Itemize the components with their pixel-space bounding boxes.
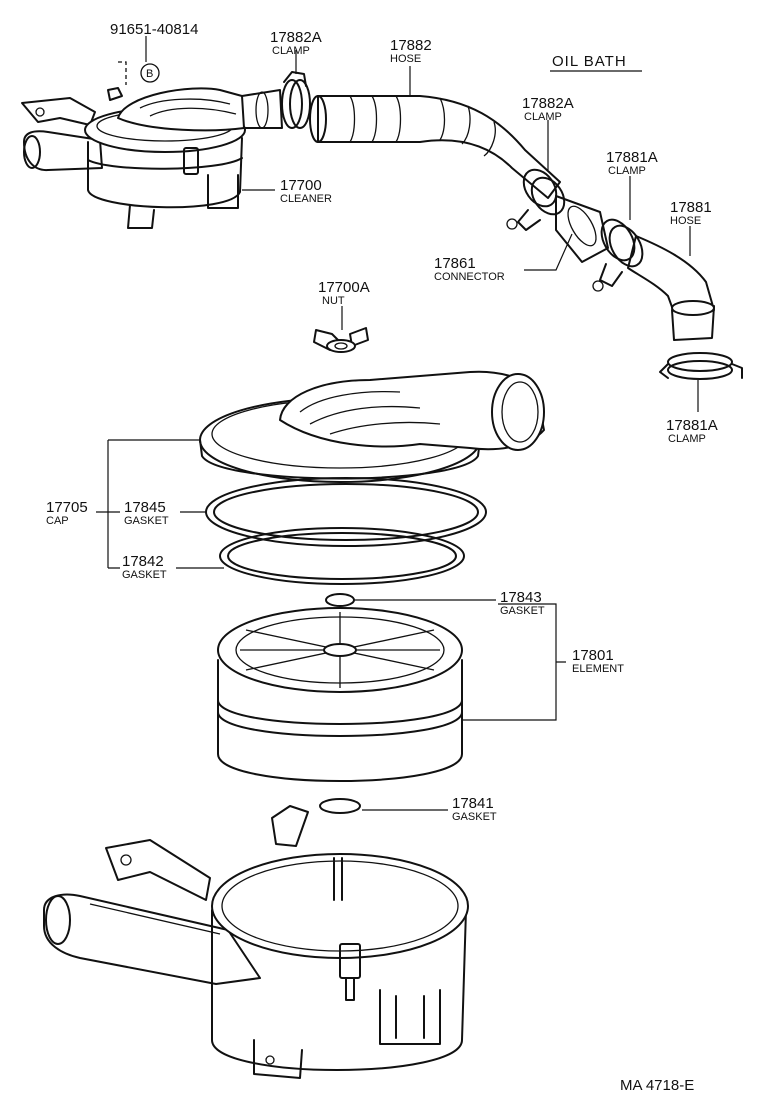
- element-drawing: [217, 607, 463, 782]
- gasket-17843-drawing: [325, 593, 355, 607]
- cap-number: 17705: [46, 499, 88, 516]
- wing-nut-drawing: [313, 327, 369, 353]
- clamp-top-name: CLAMP: [272, 45, 310, 57]
- leader-lines: [96, 36, 699, 811]
- element-name: ELEMENT: [572, 663, 624, 675]
- gasket-17842-number: 17842: [122, 553, 164, 570]
- hose-right-name: HOSE: [670, 215, 701, 227]
- gasket-17841-number: 17841: [452, 795, 494, 812]
- clamp-bottom-drawing: [659, 352, 743, 380]
- cleaner-number: 17700: [280, 177, 322, 194]
- gasket-17845-number: 17845: [124, 499, 166, 516]
- hose-right-number: 17881: [670, 199, 712, 216]
- element-number: 17801: [572, 647, 614, 664]
- cap-drawing: [199, 370, 545, 483]
- clamp-right-drawing: [592, 218, 644, 292]
- diagram-title: OIL BATH: [552, 53, 627, 70]
- clamp-mid-number: 17882A: [522, 95, 574, 112]
- cleaner-name: CLEANER: [280, 193, 332, 205]
- nut-name: NUT: [322, 295, 345, 307]
- clamp-bottom-name: CLAMP: [668, 433, 706, 445]
- connector-name: CONNECTOR: [434, 271, 505, 283]
- gasket-17843-name: GASKET: [500, 605, 545, 617]
- clamp-top-number: 17882A: [270, 29, 322, 46]
- hose-right-drawing: [627, 235, 715, 341]
- cleaner-assembly-drawing: [21, 61, 246, 229]
- labels: OIL BATH B 91651-40814 17882A CLAMP 1788…: [46, 21, 718, 1094]
- gasket-17841-drawing: [319, 798, 361, 814]
- gasket-17845-drawing: [205, 477, 487, 547]
- clamp-mid-name: CLAMP: [524, 111, 562, 123]
- hose-top-name: HOSE: [390, 53, 421, 65]
- clamp-mid-drawing: [506, 168, 566, 231]
- clamp-bottom-number: 17881A: [666, 417, 718, 434]
- hose-top-number: 17882: [390, 37, 432, 54]
- gasket-17842-drawing: [219, 527, 465, 585]
- gasket-17842-name: GASKET: [122, 569, 167, 581]
- cleaner-bowl-drawing: [43, 805, 469, 1079]
- hose-top-drawing: [309, 95, 561, 199]
- connector-drawing: [555, 195, 609, 263]
- cap-name: CAP: [46, 515, 69, 527]
- clamp-right-number: 17881A: [606, 149, 658, 166]
- connector-number: 17861: [434, 255, 476, 272]
- gasket-17841-name: GASKET: [452, 811, 497, 823]
- clamp-top-drawing: [241, 71, 311, 129]
- gasket-17845-name: GASKET: [124, 515, 169, 527]
- clamp-right-name: CLAMP: [608, 165, 646, 177]
- footer-code: MA 4718-E: [620, 1077, 694, 1094]
- nut-number: 17700A: [318, 279, 370, 296]
- gasket-17843-number: 17843: [500, 589, 542, 606]
- bolt-number: 91651-40814: [110, 21, 198, 38]
- callout-letter: B: [146, 68, 153, 80]
